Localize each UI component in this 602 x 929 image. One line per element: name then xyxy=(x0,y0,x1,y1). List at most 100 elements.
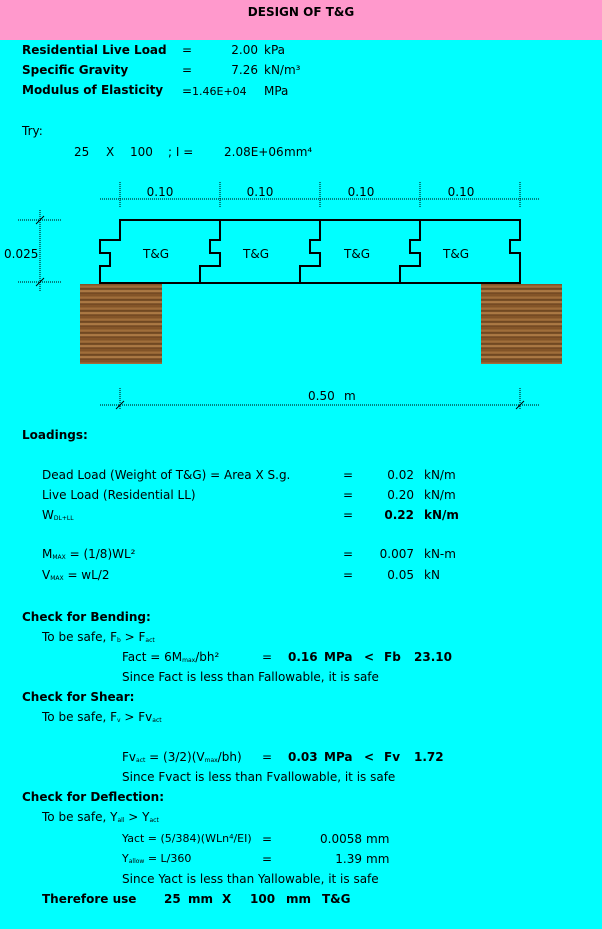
left-support-joist xyxy=(80,284,162,364)
live-load-eq: = xyxy=(182,43,193,57)
thickness-label: 0.025 xyxy=(4,247,38,261)
deflection-safe-condition: To be safe, Yall > Yact xyxy=(42,810,159,824)
board-label-1: T&G xyxy=(142,247,169,261)
loadings-title: Loadings: xyxy=(22,428,88,442)
shear-title: Check for Shear: xyxy=(22,690,135,704)
bending-value: 0.16 xyxy=(288,650,318,664)
modulus-eq: = xyxy=(182,84,193,98)
board-label-2: T&G xyxy=(242,247,269,261)
result-unit1: mm xyxy=(188,892,214,906)
yallow-eq: = xyxy=(262,852,273,866)
bending-allow-value: 23.10 xyxy=(414,650,452,664)
page-header: DESIGN OF T&G xyxy=(0,0,602,40)
yallow-unit: mm xyxy=(366,852,390,866)
shear-unit: MPa xyxy=(324,750,353,764)
live-load-unit: kPa xyxy=(264,43,285,57)
trial-width: 25 xyxy=(74,145,90,159)
total-load-eq: = xyxy=(343,508,354,522)
page-title: DESIGN OF T&G xyxy=(247,5,355,19)
bending-title: Check for Bending: xyxy=(22,610,151,624)
thickness-tick-bottom xyxy=(35,277,45,287)
total-load-unit: kN/m xyxy=(424,508,459,522)
live-load-value: 2.00 xyxy=(231,43,258,57)
deflection-title: Check for Deflection: xyxy=(22,790,165,804)
result-x: X xyxy=(222,892,232,906)
board-label-4: T&G xyxy=(442,247,469,261)
vmax-value: 0.05 xyxy=(387,568,414,582)
try-label: Try: xyxy=(22,124,43,138)
span-unit: m xyxy=(344,389,356,403)
bending-eq: = xyxy=(262,650,273,664)
bending-formula: Fact = 6Mmax/bh² xyxy=(122,650,220,664)
spacing-label-3: 0.10 xyxy=(348,185,375,199)
mmax-unit: kN-m xyxy=(424,547,456,561)
yallow-formula: Yallow = L/360 xyxy=(122,852,192,865)
shear-allow-value: 1.72 xyxy=(414,750,444,764)
yallow-value: 1.39 xyxy=(335,852,362,866)
specific-gravity-eq: = xyxy=(182,63,193,77)
right-support-joist xyxy=(481,284,562,364)
live-load-label: Residential Live Load xyxy=(22,43,167,57)
thickness-tick-top xyxy=(35,215,45,225)
shear-safe-condition: To be safe, Fv > Fvact xyxy=(42,710,162,724)
yact-unit: mm xyxy=(366,832,390,846)
vmax-label: VMAX = wL/2 xyxy=(42,568,110,582)
live-load-row-label: Live Load (Residential LL) xyxy=(42,488,196,502)
board-label-3: T&G xyxy=(343,247,370,261)
dead-load-value: 0.02 xyxy=(387,468,414,482)
trial-x: X xyxy=(106,145,115,159)
vmax-eq: = xyxy=(343,568,354,582)
result-label: Therefore use xyxy=(42,892,137,906)
mmax-value: 0.007 xyxy=(379,547,414,561)
trial-i-value: 2.08E+06 xyxy=(224,145,284,159)
live-load-row-unit: kN/m xyxy=(424,488,456,502)
trial-depth: 100 xyxy=(130,145,153,159)
shear-conclusion: Since Fvact is less than Fvallowable, it… xyxy=(122,770,396,784)
tg-floor-diagram: 0.10 0.10 0.10 0.10 T&G T&G T&G T&G 0.02… xyxy=(4,182,540,410)
bending-cmp: < xyxy=(364,650,375,664)
modulus-label: Modulus of Elasticity xyxy=(22,83,164,97)
span-tick-right xyxy=(515,400,525,410)
vmax-unit: kN xyxy=(424,568,440,582)
mmax-eq: = xyxy=(343,547,354,561)
yact-formula: Yact = (5/384)(WLn⁴/EI) xyxy=(122,832,252,845)
mmax-label: MMAX = (1/8)WL² xyxy=(42,547,136,561)
live-load-row-value: 0.20 xyxy=(387,488,414,502)
result-depth: 100 xyxy=(250,892,276,906)
bending-conclusion: Since Fact is less than Fallowable, it i… xyxy=(122,670,379,684)
bending-safe-condition: To be safe, Fb > Fact xyxy=(42,630,155,644)
spacing-label-2: 0.10 xyxy=(247,185,274,199)
dead-load-unit: kN/m xyxy=(424,468,456,482)
shear-value: 0.03 xyxy=(288,750,318,764)
live-load-row-eq: = xyxy=(343,488,354,502)
spacing-ticks xyxy=(119,182,521,208)
shear-formula: Fvact = (3/2)(Vmax/bh) xyxy=(122,750,242,764)
span-tick-left xyxy=(115,400,125,410)
deflection-conclusion: Since Yact is less than Yallowable, it i… xyxy=(122,872,379,886)
bending-unit: MPa xyxy=(324,650,353,664)
board-outline xyxy=(99,219,521,284)
result-unit2: mm xyxy=(286,892,312,906)
modulus-value: 1.46E+04 xyxy=(192,85,247,98)
specific-gravity-unit: kN/m³ xyxy=(264,63,301,77)
trial-i-unit: mm⁴ xyxy=(284,145,313,159)
span-value: 0.50 xyxy=(308,389,335,403)
total-load-value: 0.22 xyxy=(384,508,414,522)
shear-eq: = xyxy=(262,750,273,764)
spacing-label-4: 0.10 xyxy=(448,185,475,199)
shear-allow-label: Fv xyxy=(384,750,401,764)
shear-cmp: < xyxy=(364,750,375,764)
dead-load-eq: = xyxy=(343,468,354,482)
trial-i-text: ; I = xyxy=(168,145,194,159)
bending-allow-label: Fb xyxy=(384,650,401,664)
specific-gravity-label: Specific Gravity xyxy=(22,63,129,77)
result-width: 25 xyxy=(164,892,181,906)
yact-value: 0.0058 xyxy=(320,832,362,846)
specific-gravity-value: 7.26 xyxy=(231,63,258,77)
dead-load-label: Dead Load (Weight of T&G) = Area X S.g. xyxy=(42,468,291,482)
yact-eq: = xyxy=(262,832,273,846)
spacing-label-1: 0.10 xyxy=(147,185,174,199)
total-load-label: WDL+LL xyxy=(42,508,74,522)
board-joints xyxy=(110,220,421,283)
result-type: T&G xyxy=(322,892,351,906)
